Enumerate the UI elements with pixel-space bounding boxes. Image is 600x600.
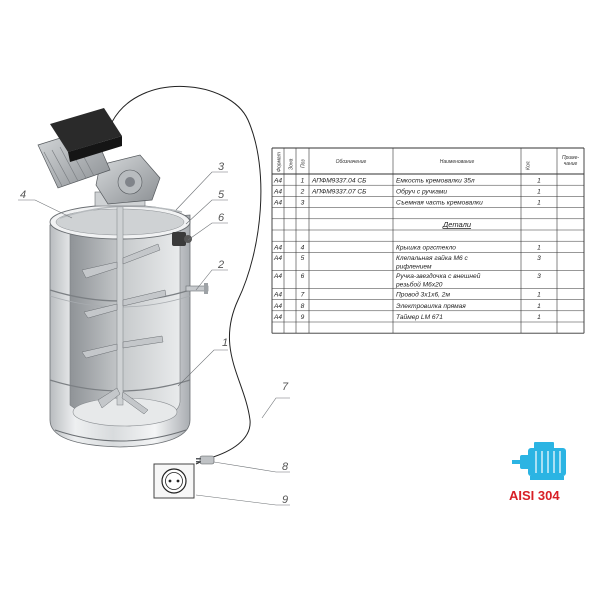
callout-6: 6 [218,212,225,224]
header-designation: Обозначение [336,159,367,165]
row-qty: 1 [537,245,541,252]
aisi-badge: AISI 304 [509,442,566,503]
row-qty: 1 [537,314,541,321]
row-format: А4 [273,189,282,196]
timer-socket [153,463,195,499]
row-qty: 3 [537,273,541,280]
row-qty: 3 [537,255,541,262]
row-format: А4 [273,177,282,184]
aisi-label: AISI 304 [509,488,560,503]
row-name: Съемная часть кремовалки [396,200,483,207]
callout-1: 1 [222,337,228,349]
callout-3: 3 [218,161,225,173]
clamp-knob [172,232,192,246]
row-name: Крышка оргстекло [396,245,456,252]
specification-table: Формат Зона Поз Обозначение Наименование Кол.… [271,147,585,334]
row-name: Электровилка прямая [396,303,466,310]
header-note: чание [564,161,578,167]
row-name: Таймер LM 671 [396,313,443,321]
row-pos: 4 [301,245,305,252]
motor-icon [512,442,566,480]
acrylic-lid [59,205,183,219]
row-name: Обруч с ручками [396,188,447,196]
row-pos: 5 [301,255,305,262]
row-pos: 1 [301,177,305,184]
row-pos: 3 [301,200,305,207]
row-qty: 1 [537,200,541,207]
row-designation: АПФМ9337.07 СБ [311,189,367,196]
callout-5: 5 [218,189,225,201]
header-qty: Кол. [526,160,532,170]
plug [196,455,215,465]
callout-4: 4 [20,189,26,201]
row-name: Провод 3х1х6, 2м [396,291,450,299]
mixer-shaft [81,204,167,415]
header-note: Приме- [562,155,579,161]
row-qty: 1 [537,292,541,299]
header-pos: Поз [301,159,307,168]
row-pos: 6 [301,273,305,280]
header-zone: Зона [289,158,295,170]
callout-7: 7 [282,381,289,393]
callout-9: 9 [282,494,288,506]
header-format: Формат [277,152,283,172]
row-qty: 1 [537,177,541,184]
row-qty: 1 [537,303,541,310]
header-name: Наименование [440,159,475,165]
row-pos: 2 [300,189,305,196]
section-title: Детали [442,220,472,229]
row-format: А4 [273,245,282,252]
callout-8: 8 [282,461,289,473]
row-name: Емкость кремовалки 35л [396,177,475,184]
row-designation: АПФМ9337.04 СБ [311,177,367,184]
row-format: А4 [273,314,282,321]
row-format: А4 [273,303,282,310]
callout-2: 2 [217,259,224,271]
row-pos: 9 [301,314,305,321]
row-pos: 7 [301,292,305,299]
row-format: А4 [273,273,282,280]
row-pos: 8 [301,303,305,310]
motor-gearbox [37,108,161,207]
row-format: А4 [273,200,282,207]
row-format: А4 [273,292,282,299]
row-format: А4 [273,255,282,262]
row-qty: 1 [537,189,541,196]
